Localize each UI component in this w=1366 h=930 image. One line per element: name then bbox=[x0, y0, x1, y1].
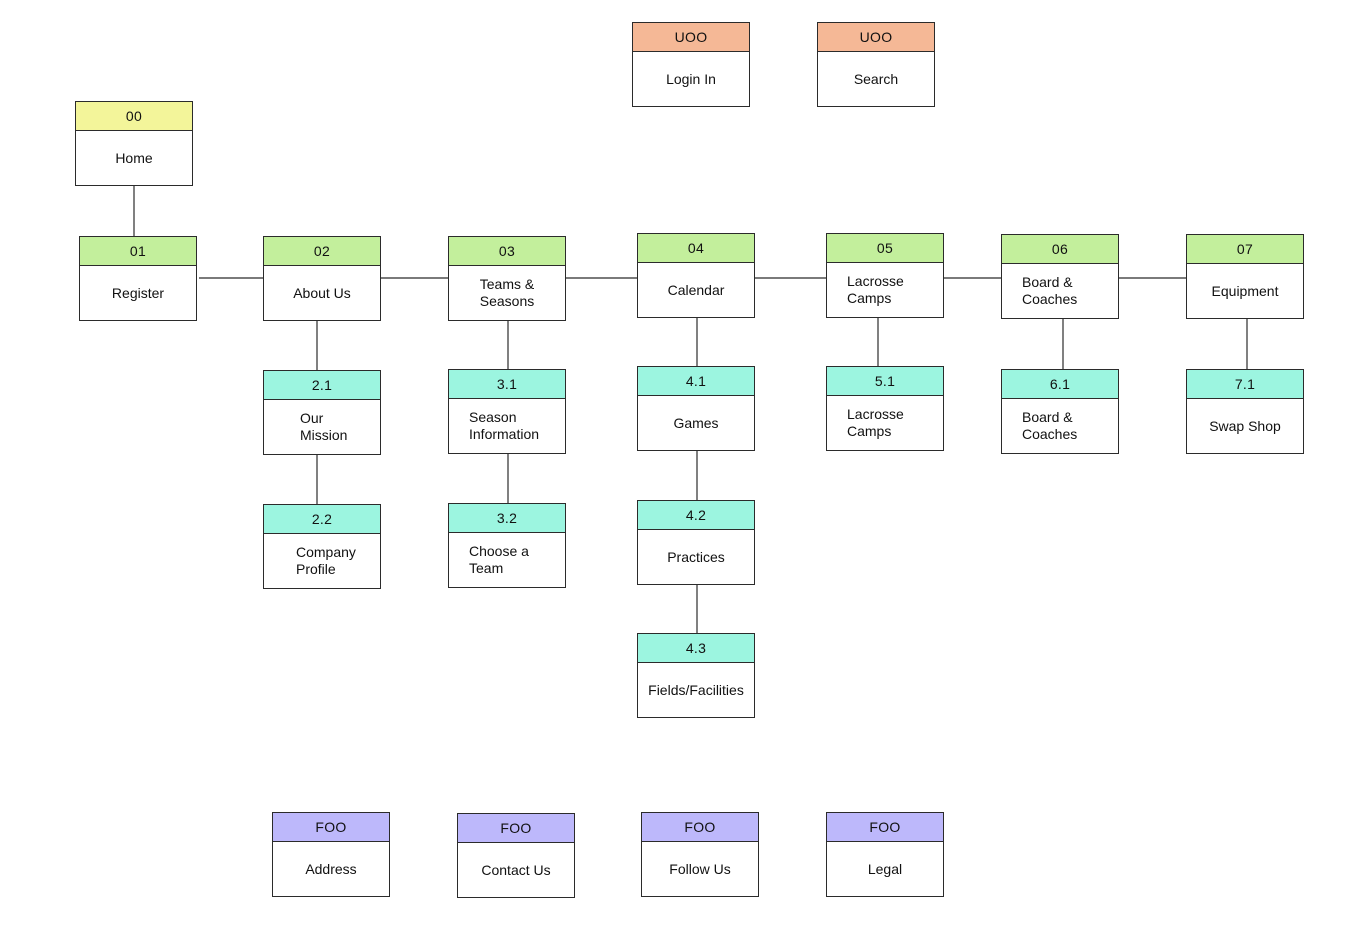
node-legal: FOO Legal bbox=[826, 812, 944, 897]
node-label: Register bbox=[111, 284, 165, 301]
node-label: Our Mission bbox=[300, 410, 348, 443]
node-code: FOO bbox=[273, 813, 389, 842]
node-label: Search bbox=[853, 70, 899, 87]
node-address: FOO Address bbox=[272, 812, 390, 897]
node-label: About Us bbox=[293, 284, 351, 301]
node-company-profile: 2.2 Company Profile bbox=[263, 504, 381, 589]
node-code: FOO bbox=[827, 813, 943, 842]
node-login-in: UOO Login In bbox=[632, 22, 750, 107]
node-label: Lacrosse Camps bbox=[847, 273, 904, 306]
node-code: 7.1 bbox=[1187, 370, 1303, 399]
node-calendar: 04 Calendar bbox=[637, 233, 755, 318]
node-practices: 4.2 Practices bbox=[637, 500, 755, 585]
node-code: UOO bbox=[818, 23, 934, 52]
node-label: Legal bbox=[867, 860, 903, 877]
node-code: 3.2 bbox=[449, 504, 565, 533]
node-code: 5.1 bbox=[827, 367, 943, 396]
node-code: 05 bbox=[827, 234, 943, 263]
node-choose-a-team: 3.2 Choose a Team bbox=[448, 503, 566, 588]
node-code: 07 bbox=[1187, 235, 1303, 264]
node-label: Board & Coaches bbox=[1022, 409, 1078, 442]
node-code: 01 bbox=[80, 237, 196, 266]
node-label: Games bbox=[673, 414, 719, 431]
node-label: Swap Shop bbox=[1209, 417, 1281, 434]
node-season-information: 3.1 Season Information bbox=[448, 369, 566, 454]
node-label: Season Information bbox=[469, 409, 540, 442]
node-code: 03 bbox=[449, 237, 565, 266]
node-label: Board & Coaches bbox=[1022, 274, 1078, 307]
node-code: 06 bbox=[1002, 235, 1118, 264]
node-code: 02 bbox=[264, 237, 380, 266]
node-our-mission: 2.1 Our Mission bbox=[263, 370, 381, 455]
node-games: 4.1 Games bbox=[637, 366, 755, 451]
node-about-us: 02 About Us bbox=[263, 236, 381, 321]
node-lacrosse-camps-sub: 5.1 Lacrosse Camps bbox=[826, 366, 944, 451]
node-label: Login In bbox=[666, 70, 716, 87]
node-code: 4.3 bbox=[638, 634, 754, 663]
node-equipment: 07 Equipment bbox=[1186, 234, 1304, 319]
node-follow-us: FOO Follow Us bbox=[641, 812, 759, 897]
node-code: 3.1 bbox=[449, 370, 565, 399]
node-label: Address bbox=[305, 860, 357, 877]
node-teams-seasons: 03 Teams & Seasons bbox=[448, 236, 566, 321]
node-contact-us: FOO Contact Us bbox=[457, 813, 575, 898]
node-fields-facilities: 4.3 Fields/Facilities bbox=[637, 633, 755, 718]
node-lacrosse-camps: 05 Lacrosse Camps bbox=[826, 233, 944, 318]
node-board-coaches: 06 Board & Coaches bbox=[1001, 234, 1119, 319]
node-home: 00 Home bbox=[75, 101, 193, 186]
node-code: 4.1 bbox=[638, 367, 754, 396]
node-code: 2.1 bbox=[264, 371, 380, 400]
node-code: FOO bbox=[458, 814, 574, 843]
node-code: FOO bbox=[642, 813, 758, 842]
node-label: Equipment bbox=[1211, 282, 1279, 299]
node-code: 00 bbox=[76, 102, 192, 131]
node-label: Contact Us bbox=[481, 861, 551, 878]
node-label: Lacrosse Camps bbox=[847, 406, 904, 439]
node-board-coaches-sub: 6.1 Board & Coaches bbox=[1001, 369, 1119, 454]
node-label: Company Profile bbox=[296, 544, 356, 577]
node-code: 2.2 bbox=[264, 505, 380, 534]
node-label: Practices bbox=[667, 548, 725, 565]
node-code: 4.2 bbox=[638, 501, 754, 530]
node-code: 6.1 bbox=[1002, 370, 1118, 399]
node-label: Choose a Team bbox=[469, 543, 529, 576]
node-code: 04 bbox=[638, 234, 754, 263]
node-label: Teams & Seasons bbox=[479, 276, 535, 309]
node-label: Follow Us bbox=[669, 860, 731, 877]
node-label: Fields/Facilities bbox=[648, 681, 744, 698]
node-swap-shop: 7.1 Swap Shop bbox=[1186, 369, 1304, 454]
node-code: UOO bbox=[633, 23, 749, 52]
node-label: Calendar bbox=[667, 281, 725, 298]
node-label: Home bbox=[115, 149, 153, 166]
node-register: 01 Register bbox=[79, 236, 197, 321]
node-search: UOO Search bbox=[817, 22, 935, 107]
